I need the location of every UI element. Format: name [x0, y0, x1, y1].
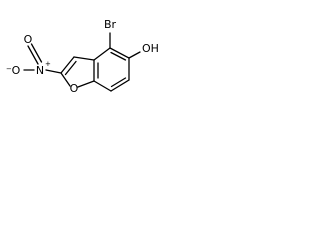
bond-c5-oh: [128, 51, 141, 59]
nitro-oxygen-single-label: O: [12, 64, 21, 77]
molecule-drawing: Br OH N + O O − O: [6, 18, 159, 95]
bond-c6-c7-double: [110, 77, 127, 88]
bond-n-o-double: [27, 45, 39, 65]
hydroxyl-label: OH: [142, 42, 159, 55]
bond-c3-c2-double: [64, 60, 77, 76]
structure-canvas: Br OH N + O O − O: [0, 0, 194, 112]
bond-o1-c7a: [77, 80, 95, 88]
bond-c3a-c4: [93, 47, 111, 61]
nitro-oxygen-charge: −: [6, 65, 12, 73]
bond-c3-c2: [60, 56, 75, 74]
atom-label-layer: Br OH N + O O − O: [6, 18, 159, 95]
furan-oxygen-label: O: [70, 82, 79, 95]
bond-c4-c5-double: [110, 51, 127, 61]
bond-c7-c7a: [93, 80, 112, 92]
bond-c2-n: [45, 69, 62, 74]
bond-c3a-c3: [73, 56, 95, 61]
bond-n-o-double-2: [30, 43, 43, 63]
nitro-nitrogen-charge: +: [45, 60, 51, 68]
nitro-nitrogen-label: N: [36, 64, 44, 77]
nitro-oxygen-double-label: O: [24, 33, 33, 46]
bond-c2-o1: [60, 72, 71, 87]
bond-layer: [23, 32, 141, 92]
bromine-label: Br: [104, 18, 117, 31]
bond-c4-c5: [109, 47, 130, 59]
bond-c6-c7: [110, 79, 130, 92]
